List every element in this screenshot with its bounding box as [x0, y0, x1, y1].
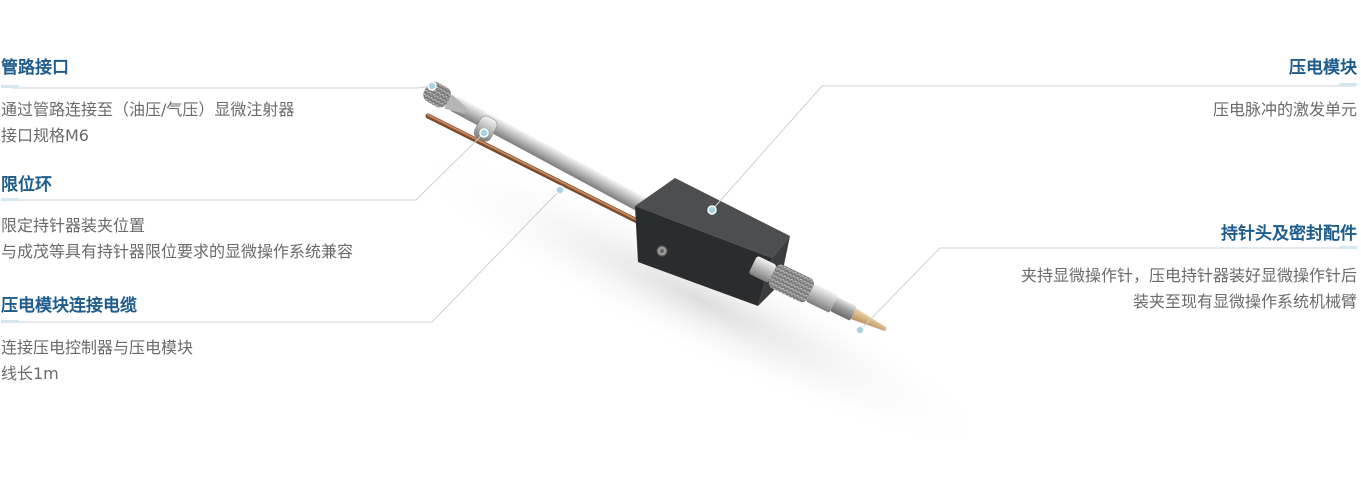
title-underline — [1, 320, 19, 323]
title-underline — [1339, 83, 1357, 86]
callout-title-limit-ring: 限位环 — [1, 175, 52, 195]
marker-pipe-interface — [427, 81, 437, 91]
marker-limit-ring — [479, 128, 489, 138]
leader-lines — [12, 85, 1355, 331]
callout-title-pipe-interface: 管路接口 — [1, 58, 69, 78]
callout-title-piezo-module: 压电模块 — [1289, 58, 1357, 78]
ground-shadow — [402, 147, 998, 453]
callout-desc-pipe-interface-2: 接口规格M6 — [1, 126, 89, 145]
steel-rod — [450, 97, 663, 221]
callout-desc-piezo-module-1: 压电脉冲的激发单元 — [1212, 100, 1357, 119]
marker-needle-head — [855, 325, 865, 335]
needle-holder-head — [749, 256, 887, 332]
callout-desc-limit-ring-2: 与成茂等具有持针器限位要求的显微操作系统兼容 — [1, 242, 354, 261]
title-underline — [1339, 246, 1357, 249]
marker-piezo-module — [707, 205, 717, 215]
callout-title-needle-head: 持针头及密封配件 — [1221, 224, 1357, 244]
leader-markers — [427, 81, 865, 335]
marker-piezo-cable — [555, 185, 565, 195]
title-underline — [1, 198, 19, 201]
callout-desc-piezo-cable-2: 线长1m — [1, 364, 59, 383]
piezo-module-block — [635, 178, 790, 306]
callout-desc-pipe-interface-1: 通过管路连接至（油压/气压）显微注射器 — [1, 100, 295, 119]
callout-desc-piezo-cable-1: 连接压电控制器与压电模块 — [1, 338, 194, 357]
callout-desc-needle-head-1: 夹持显微操作针，压电持针器装好显微操作针后 — [1020, 266, 1357, 285]
callout-desc-limit-ring-1: 限定持针器装夹位置 — [1, 216, 146, 235]
callout-title-piezo-cable: 压电模块连接电缆 — [1, 296, 137, 316]
title-underline — [1, 85, 19, 88]
callout-desc-needle-head-2: 装夹至现有显微操作系统机械臂 — [1132, 292, 1357, 311]
